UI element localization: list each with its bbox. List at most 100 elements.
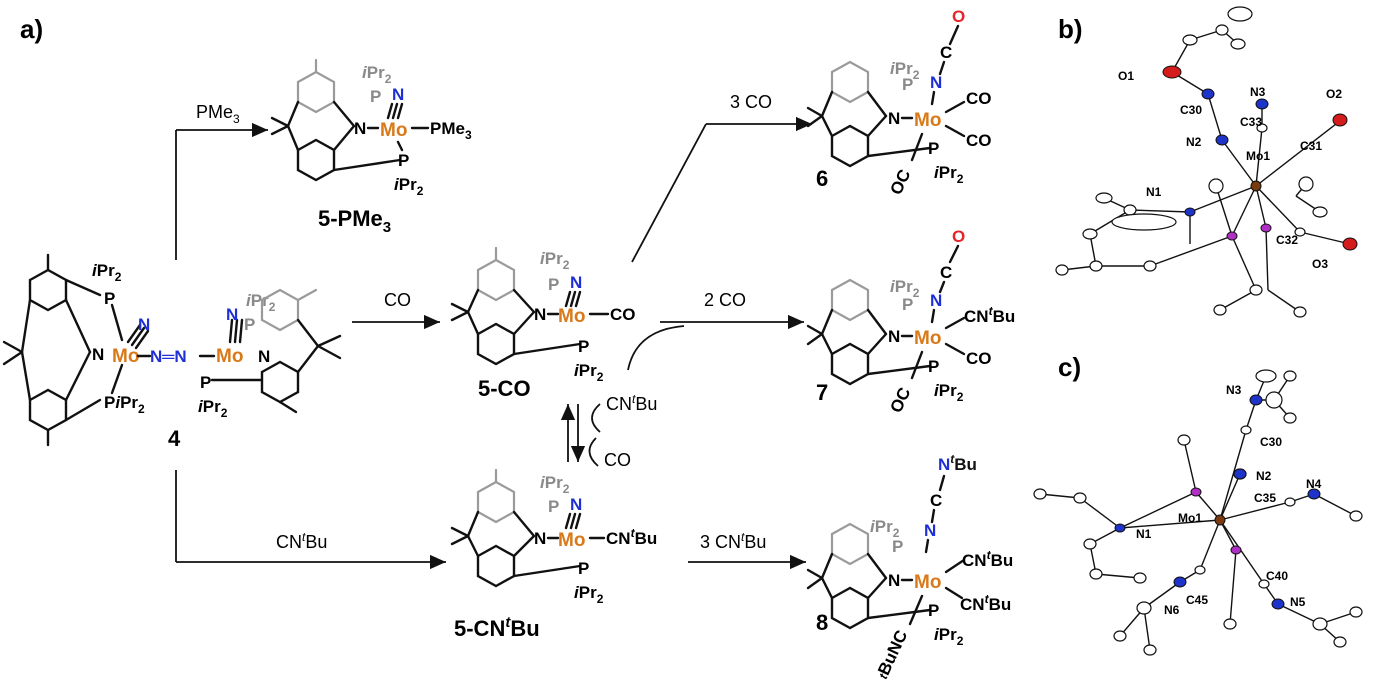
svg-text:CNtBu: CNtBu	[962, 548, 1013, 570]
svg-text:N3: N3	[1250, 85, 1266, 99]
svg-text:C: C	[930, 491, 942, 510]
svg-text:OC: OC	[886, 167, 914, 198]
svg-text:O1: O1	[1118, 69, 1134, 83]
svg-text:iPr2: iPr2	[394, 175, 424, 198]
svg-text:Mo: Mo	[112, 346, 139, 367]
svg-text:C40: C40	[1266, 569, 1288, 583]
svg-text:P: P	[104, 289, 115, 308]
svg-text:O: O	[952, 227, 965, 246]
svg-text:N: N	[138, 315, 150, 334]
svg-text:N4: N4	[1306, 477, 1322, 491]
reagent-2co: 2 CO	[704, 290, 746, 310]
svg-text:O: O	[952, 7, 965, 26]
reagent-3cnt: 3 CNtBu	[700, 530, 766, 552]
svg-text:C31: C31	[1300, 139, 1322, 153]
compound-7-structure: P iPr2 O C N N Mo CNtBu CO P OC iPr2	[806, 227, 1015, 416]
reagent-3co: 3 CO	[730, 92, 772, 112]
svg-text:P: P	[902, 75, 913, 94]
svg-text:N3: N3	[1226, 383, 1242, 397]
svg-text:N: N	[888, 109, 900, 128]
svg-text:P: P	[370, 87, 381, 106]
svg-text:Mo: Mo	[914, 110, 941, 131]
svg-text:N: N	[924, 521, 936, 540]
svg-text:Mo1: Mo1	[1178, 511, 1202, 525]
svg-text:iPr2: iPr2	[246, 291, 276, 314]
svg-text:iPr2: iPr2	[890, 59, 920, 82]
svg-text:P: P	[902, 295, 913, 314]
arrow-to-6	[631, 123, 707, 263]
svg-text:iPr2: iPr2	[934, 625, 964, 648]
svg-text:iPr2: iPr2	[540, 249, 570, 272]
compound-label-6: 6	[816, 166, 828, 191]
svg-text:P: P	[578, 337, 589, 356]
svg-text:CO: CO	[966, 131, 992, 150]
compound-5co-structure: P iPr2 N N Mo CO P iPr2	[450, 246, 636, 384]
svg-text:N: N	[930, 73, 942, 92]
svg-text:tBuNC: tBuNC	[872, 627, 911, 681]
svg-text:P: P	[892, 537, 903, 556]
reagent-co-back: CO	[604, 450, 631, 470]
svg-text:iPr2: iPr2	[540, 473, 570, 496]
compound-label-5pme3: 5-PMe3	[318, 206, 391, 236]
svg-text:N: N	[570, 273, 582, 292]
compound-5pme3-structure: P iPr2 N N Mo PMe3 P iPr2	[270, 58, 472, 198]
svg-text:N1: N1	[1136, 527, 1152, 541]
svg-text:PMe3: PMe3	[430, 119, 472, 142]
svg-text:Mo: Mo	[914, 572, 941, 593]
reagent-co: CO	[384, 290, 411, 310]
svg-text:N: N	[258, 347, 270, 366]
svg-text:CO: CO	[966, 349, 992, 368]
svg-text:N: N	[392, 85, 404, 104]
svg-text:P: P	[548, 275, 559, 294]
svg-text:CNtBu: CNtBu	[960, 592, 1011, 614]
svg-text:N: N	[534, 305, 546, 324]
svg-text:CO: CO	[966, 89, 992, 108]
svg-text:O2: O2	[1326, 87, 1342, 101]
svg-text:CO: CO	[610, 305, 636, 324]
svg-text:Mo1: Mo1	[1246, 149, 1270, 163]
reagent-pme3: PMe3	[196, 102, 240, 126]
svg-text:P: P	[548, 497, 559, 516]
svg-text:N2: N2	[1186, 135, 1202, 149]
compound-label-8: 8	[816, 610, 828, 635]
svg-text:Mo: Mo	[380, 120, 407, 141]
svg-text:CNtBu: CNtBu	[606, 526, 657, 548]
svg-text:iPr2: iPr2	[198, 397, 228, 420]
compound-4-structure: N P iPr2 PiPr2 Mo N N═N Mo N P iPr2 N P …	[2, 253, 342, 447]
svg-text:iPr2: iPr2	[362, 63, 392, 86]
panel-label-a: a)	[20, 14, 43, 44]
panel-label-c: c)	[1058, 352, 1081, 382]
svg-text:PiPr2: PiPr2	[104, 393, 145, 416]
svg-text:N: N	[888, 571, 900, 590]
svg-text:C35: C35	[1254, 491, 1276, 505]
svg-text:iPr2: iPr2	[574, 583, 604, 606]
compound-label-4: 4	[168, 426, 181, 451]
svg-text:N═N: N═N	[150, 347, 187, 366]
svg-text:P: P	[244, 315, 255, 334]
svg-text:N2: N2	[1256, 469, 1272, 483]
svg-text:Mo: Mo	[558, 306, 585, 327]
svg-text:C: C	[940, 43, 952, 62]
reagent-cnt-bottom: CNtBu	[276, 530, 327, 552]
svg-text:N: N	[888, 327, 900, 346]
svg-text:N: N	[354, 119, 366, 138]
compound-8-structure: P iPr2 NtBu C N N Mo CNtBu CNtBu P tBuNC…	[806, 452, 1013, 681]
svg-text:NtBu: NtBu	[938, 452, 977, 474]
panel-label-b: b)	[1058, 14, 1083, 44]
compound-label-5cnt: 5-CNtBu	[454, 614, 540, 641]
svg-text:C45: C45	[1186, 593, 1208, 607]
svg-text:N: N	[226, 305, 238, 324]
svg-text:C32: C32	[1276, 233, 1298, 247]
svg-text:C33: C33	[1240, 115, 1262, 129]
svg-text:P: P	[928, 357, 939, 376]
svg-text:P: P	[928, 139, 939, 158]
ortep-structure-b: O1 N3 O2 C30 C33 N2 Mo1 C31 N1 C32 O3	[1055, 6, 1358, 318]
svg-text:iPr2: iPr2	[92, 261, 122, 284]
svg-text:OC: OC	[886, 385, 914, 416]
svg-text:iPr2: iPr2	[870, 517, 900, 540]
svg-text:N1: N1	[1146, 185, 1162, 199]
svg-text:Mo: Mo	[558, 530, 585, 551]
svg-text:Mo: Mo	[216, 346, 243, 367]
compound-label-5co: 5-CO	[478, 376, 531, 401]
svg-text:P: P	[928, 601, 939, 620]
